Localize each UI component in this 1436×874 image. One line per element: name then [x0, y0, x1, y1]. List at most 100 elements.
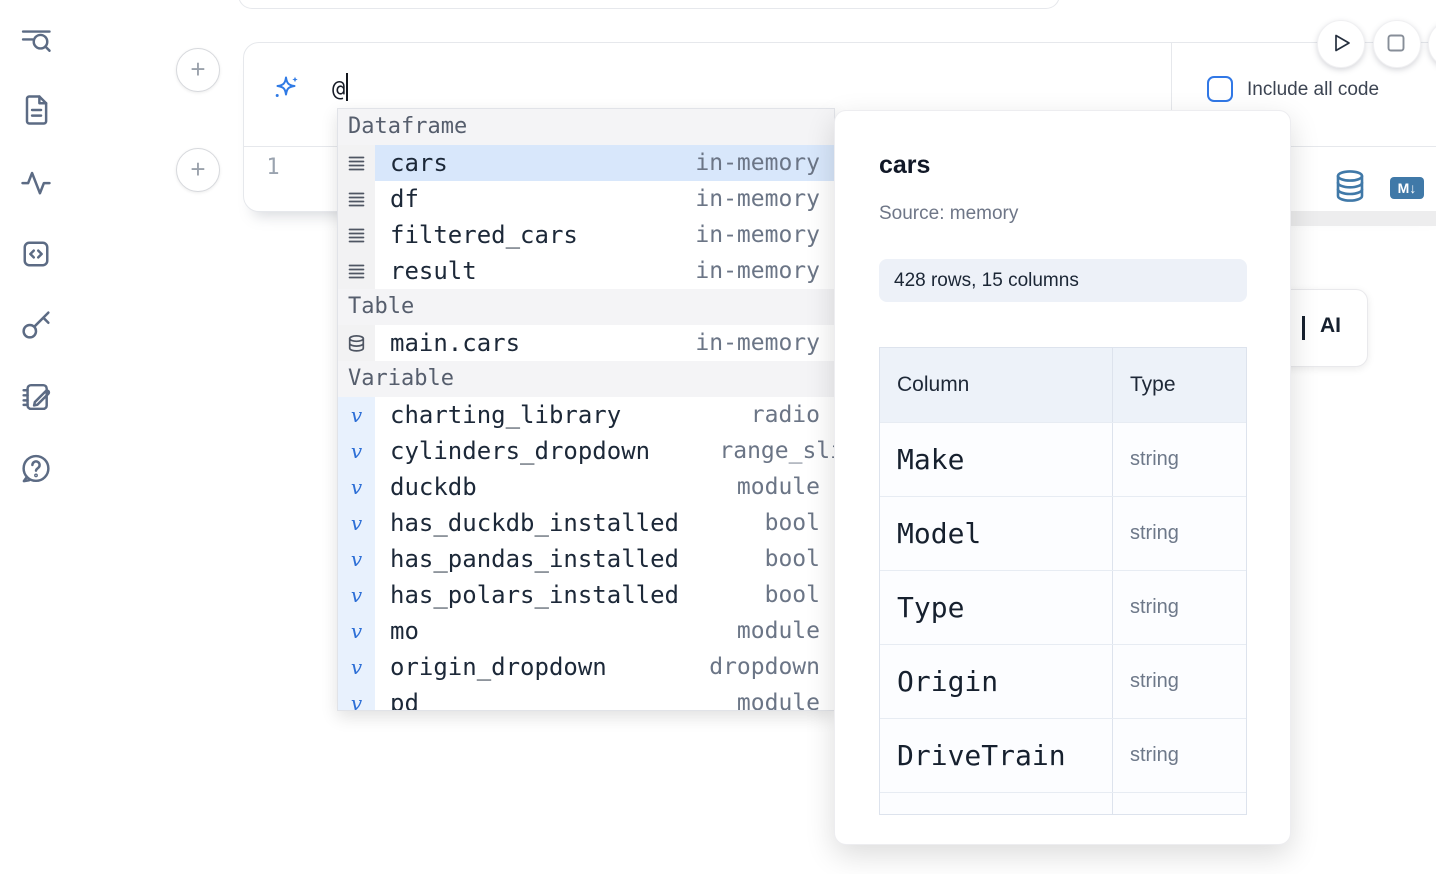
- variable-icon: v: [351, 549, 362, 569]
- autocomplete-item-name: filtered_cars: [375, 221, 578, 249]
- schema-column-name: Type: [897, 591, 964, 624]
- autocomplete-item[interactable]: main.carsin-memory: [338, 325, 834, 361]
- autocomplete-dropdown: Dataframecarsin-memorydfin-memoryfiltere…: [337, 108, 835, 711]
- sidebar-item-outline[interactable]: [18, 22, 54, 58]
- variable-icon: v: [351, 477, 362, 497]
- sidebar-item-variables[interactable]: [18, 164, 54, 200]
- activity-icon: [18, 187, 54, 204]
- autocomplete-item-type: in-memory: [695, 222, 834, 248]
- autocomplete-item-gutter: v: [338, 505, 375, 541]
- autocomplete-item[interactable]: vduckdb module: [338, 469, 834, 505]
- autocomplete-section-header: Table: [338, 289, 834, 325]
- code-snippet-icon: [18, 259, 54, 276]
- run-cell-button[interactable]: [1317, 20, 1365, 68]
- autocomplete-item-gutter: v: [338, 541, 375, 577]
- autocomplete-item[interactable]: vpd module: [338, 685, 834, 711]
- schema-column-name: Make: [897, 443, 964, 476]
- dataframe-preview-popup: cars Source: memory 428 rows, 15 columns…: [834, 110, 1291, 845]
- sidebar-item-help[interactable]: [18, 451, 54, 487]
- sparkles-icon: [270, 74, 302, 106]
- autocomplete-item-name: pd: [375, 689, 419, 711]
- autocomplete-item[interactable]: v has_pandas_installed bool: [338, 541, 834, 577]
- schema-row: Makestring: [880, 422, 1246, 496]
- autocomplete-item-name: charting_library: [375, 401, 621, 429]
- autocomplete-item-name: has_pandas_installed: [375, 545, 679, 573]
- autocomplete-item[interactable]: vhas_polars_installedbool: [338, 577, 834, 613]
- schema-row: [880, 792, 1246, 815]
- autocomplete-item[interactable]: filtered_cars in-memory: [338, 217, 834, 253]
- autocomplete-item[interactable]: vcylinders_dropdownrange_sli: [338, 433, 834, 469]
- preview-schema-table: ColumnTypeMakestringModelstringTypestrin…: [879, 347, 1247, 815]
- autocomplete-item-name: has_duckdb_installed: [375, 509, 679, 537]
- autocomplete-item-type: dropdown: [709, 654, 834, 680]
- schema-column-type: string: [1130, 670, 1179, 693]
- key-icon: [18, 330, 54, 347]
- variable-icon: v: [351, 657, 362, 677]
- preview-title: cars: [879, 151, 930, 180]
- autocomplete-item-name: main.cars: [375, 329, 520, 357]
- scratchpad-icon: [18, 402, 54, 419]
- schema-column-type: string: [1130, 522, 1179, 545]
- autocomplete-item[interactable]: vorigin_dropdowndropdown: [338, 649, 834, 685]
- schema-column-type: string: [1130, 596, 1179, 619]
- table-database-icon: [347, 334, 366, 353]
- autocomplete-item[interactable]: resultin-memory: [338, 253, 834, 289]
- add-cell-below-button[interactable]: +: [176, 148, 220, 192]
- preview-shape-badge: 428 rows, 15 columns: [879, 259, 1247, 302]
- dataframe-rows-icon: [347, 262, 366, 281]
- schema-row: Type string: [880, 570, 1246, 644]
- autocomplete-item-gutter: v: [338, 685, 375, 711]
- text-cursor: [346, 73, 348, 101]
- autocomplete-item-name: duckdb: [375, 473, 477, 501]
- sidebar-item-snippets[interactable]: [18, 236, 54, 272]
- autocomplete-item-gutter: [338, 181, 375, 217]
- stop-button[interactable]: [1373, 20, 1421, 68]
- toc-search-icon: [18, 45, 54, 62]
- dataframe-rows-icon: [347, 190, 366, 209]
- variable-icon: v: [351, 405, 362, 425]
- preview-source: Source: memory: [879, 203, 1018, 225]
- sidebar-item-documentation[interactable]: [18, 92, 54, 128]
- autocomplete-item[interactable]: v charting_library radio: [338, 397, 834, 433]
- schema-column-name: Model: [897, 517, 981, 550]
- ai-prompt-value: @: [332, 77, 345, 102]
- autocomplete-item-type: module: [737, 474, 834, 500]
- autocomplete-item-type: module: [737, 618, 834, 644]
- play-icon: [1318, 52, 1362, 69]
- autocomplete-item-gutter: v: [338, 613, 375, 649]
- ai-prompt-input[interactable]: @: [332, 73, 348, 102]
- stop-icon: [1374, 52, 1418, 69]
- autocomplete-item-gutter: v: [338, 397, 375, 433]
- schema-row: Origin string: [880, 644, 1246, 718]
- autocomplete-item[interactable]: vmo module: [338, 613, 834, 649]
- autocomplete-item-gutter: [338, 145, 375, 181]
- ai-card-label: AI: [1320, 314, 1341, 338]
- include-all-code-checkbox[interactable]: [1207, 76, 1233, 102]
- include-all-code-label: Include all code: [1247, 79, 1379, 101]
- autocomplete-item-type: module: [737, 690, 834, 711]
- dataframe-rows-icon: [347, 154, 366, 173]
- sidebar-item-secrets[interactable]: [18, 307, 54, 343]
- sidebar-item-scratchpad[interactable]: [18, 379, 54, 415]
- autocomplete-item[interactable]: dfin-memory: [338, 181, 834, 217]
- autocomplete-item-type: in-memory: [695, 150, 834, 176]
- add-cell-above-button[interactable]: +: [176, 48, 220, 92]
- autocomplete-section-header: Variable: [338, 361, 834, 397]
- autocomplete-item-type: bool: [765, 546, 834, 572]
- autocomplete-item-name: cylinders_dropdown: [375, 437, 650, 465]
- database-icon[interactable]: [1334, 169, 1366, 203]
- autocomplete-section-header: Dataframe: [338, 109, 834, 145]
- schema-header-type: Type: [1130, 373, 1176, 397]
- schema-header-row: ColumnType: [880, 348, 1246, 422]
- autocomplete-item-type: radio: [751, 402, 834, 428]
- schema-column-name: Origin: [897, 665, 998, 698]
- variable-icon: v: [351, 441, 362, 461]
- variable-icon: v: [351, 585, 362, 605]
- autocomplete-item-name: mo: [375, 617, 419, 645]
- markdown-badge[interactable]: M↓: [1390, 177, 1424, 199]
- autocomplete-item-gutter: v: [338, 469, 375, 505]
- autocomplete-item[interactable]: vhas_duckdb_installedbool: [338, 505, 834, 541]
- autocomplete-item-gutter: [338, 217, 375, 253]
- document-icon: [18, 115, 54, 132]
- autocomplete-item[interactable]: carsin-memory: [338, 145, 834, 181]
